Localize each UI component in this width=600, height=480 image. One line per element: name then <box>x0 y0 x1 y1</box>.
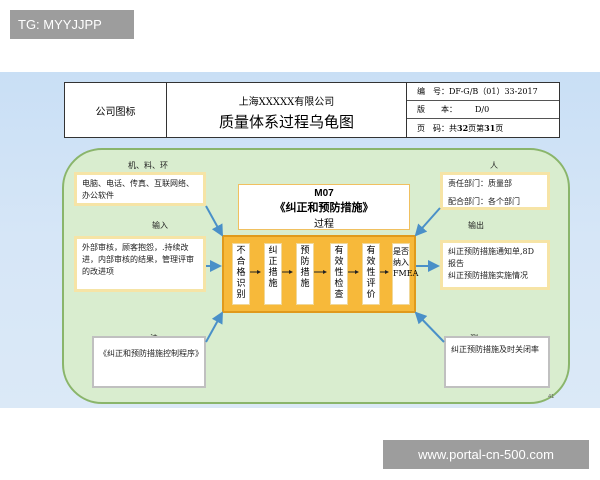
process-title-box: M07 《纠正和预防措施》 过程 <box>238 184 410 230</box>
people-label: 人 <box>490 161 498 170</box>
input-label: 输入 <box>152 221 168 230</box>
meta-cell: 编 号： DF-G/B（01）33-2017 版 本： D/0 页 码：共 32… <box>407 83 559 137</box>
arrow-people <box>414 207 441 237</box>
step-3: 预防措施 <box>296 243 314 305</box>
page-current: 31 <box>484 123 496 133</box>
page-mid: 页第 <box>468 123 485 133</box>
step-6: 是否纳入FMEA <box>392 243 418 305</box>
step-4: 有效性检查 <box>330 243 348 305</box>
process-steps-container: 不合格识别 纠正措施 预防措施 有效性检查 有效性评价 是否纳入FMEA <box>222 235 418 313</box>
arrow-measure <box>414 311 445 343</box>
process-name: 《纠正和预防措施》 <box>274 201 374 214</box>
process-code: M07 <box>314 188 334 199</box>
company-logo-cell: 公司图标 <box>65 83 167 137</box>
version-row: 版 本： D/0 <box>407 101 559 119</box>
page-suffix: 页 <box>495 123 504 133</box>
page-total: 32 <box>457 123 469 133</box>
page-title: 质量体系过程乌龟图 <box>218 113 354 131</box>
doc-code-row: 编 号： DF-G/B（01）33-2017 <box>407 83 559 101</box>
doc-code-value: DF-G/B（01）33-2017 <box>449 87 538 96</box>
company-name: 上海XXXXX有限公司 <box>238 97 335 108</box>
step-1: 不合格识别 <box>232 243 250 305</box>
output-box: 纠正预防措施通知单,8D报告 纠正预防措施实施情况 <box>440 240 550 290</box>
responsible-dept: 责任部门：质量部 <box>448 179 512 188</box>
step-2: 纠正措施 <box>264 243 282 305</box>
resources-label: 机、料、环 <box>128 161 168 170</box>
page-prefix: 页 码：共 <box>417 123 457 133</box>
arrow-resources <box>205 205 223 237</box>
output-label: 输出 <box>468 221 484 230</box>
method-box: 《纠正和预防措施控制程序》 <box>92 336 206 388</box>
doc-code-label: 编 号： <box>417 87 449 96</box>
measure-box: 纠正预防措施及时关闭率 <box>444 336 550 388</box>
step-5: 有效性评价 <box>362 243 380 305</box>
header-table: 公司图标 上海XXXXX有限公司 质量体系过程乌龟图 编 号： DF-G/B（0… <box>64 82 560 138</box>
version-label: 版 本： <box>417 105 457 114</box>
page-row: 页 码：共 32 页第 31 页 <box>407 119 559 137</box>
arrow-method <box>205 311 223 343</box>
slide-page-number: 41 <box>548 394 555 400</box>
watermark-label: www.portal-cn-500.com <box>383 440 589 469</box>
title-cell: 上海XXXXX有限公司 质量体系过程乌龟图 <box>167 83 407 137</box>
cooperating-dept: 配合部门：各个部门 <box>448 197 520 206</box>
resources-box: 电脑、电话、传真、互联网络、办公软件 <box>74 172 206 206</box>
version-value: D/0 <box>475 105 490 114</box>
tag-label: TG: MYYJJPP <box>10 10 134 39</box>
input-box: 外部审核，顾客抱怨，.持续改进，内部审核的结果，管理评审的改进项 <box>74 236 206 292</box>
people-box: 责任部门：质量部 配合部门：各个部门 <box>440 172 550 210</box>
process-subtitle: 过程 <box>314 219 334 230</box>
